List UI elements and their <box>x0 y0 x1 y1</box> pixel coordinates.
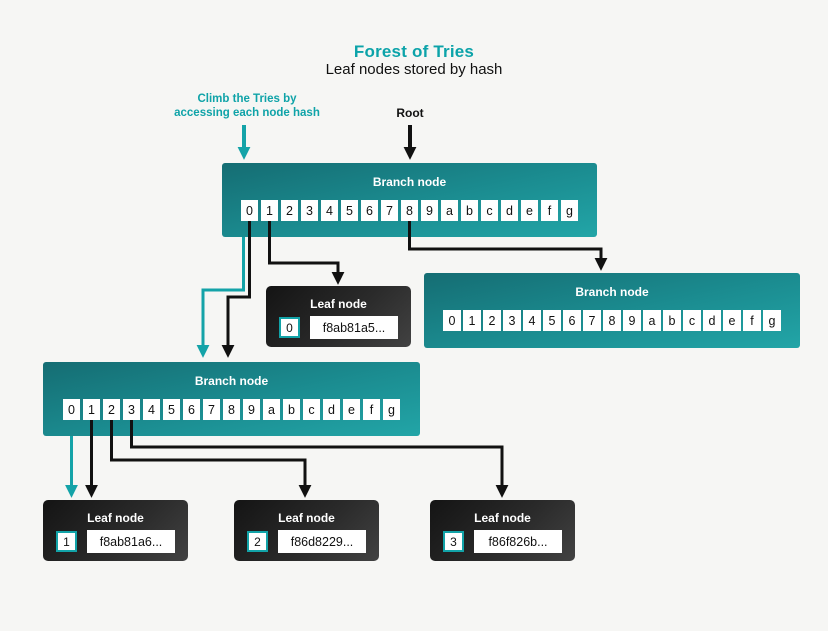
branch-cell: 9 <box>242 399 261 420</box>
leaf-node-3-title: Leaf node <box>474 511 531 525</box>
branch-cell: g <box>763 310 781 331</box>
leaf-node-3-index: 3 <box>443 531 464 552</box>
branch-cell: 4 <box>320 200 339 221</box>
branch-cell: 8 <box>603 310 621 331</box>
branch-cell: 8 <box>400 200 419 221</box>
branch-cell: d <box>322 399 341 420</box>
branch-node-root-title: Branch node <box>372 175 447 189</box>
branch-node-right-title: Branch node <box>575 285 649 299</box>
leaf-node-2: Leaf node 2 f86d8229... <box>234 500 379 561</box>
branch-cell: 5 <box>543 310 561 331</box>
branch-cell: b <box>663 310 681 331</box>
branch-cell: f <box>743 310 761 331</box>
branch-cell: 6 <box>360 200 379 221</box>
branch-cell: g <box>560 200 579 221</box>
branch-cell: 3 <box>300 200 319 221</box>
climb-annotation-line2: accessing each node hash <box>174 107 320 120</box>
branch-cell: a <box>440 200 459 221</box>
branch-cell: 2 <box>102 399 121 420</box>
branch-cell: 5 <box>340 200 359 221</box>
branch-cell: c <box>480 200 499 221</box>
leaf-node-2-index: 2 <box>247 531 268 552</box>
branch-cell: 1 <box>82 399 101 420</box>
leaf-node-2-title: Leaf node <box>278 511 335 525</box>
branch-cell: 0 <box>240 200 259 221</box>
branch-cell: a <box>262 399 281 420</box>
branch-cell: d <box>500 200 519 221</box>
branch-cell: 2 <box>280 200 299 221</box>
branch-node-lower-title: Branch node <box>194 374 269 388</box>
connector-rootbranch-to-lowerbranch-teal <box>196 237 245 358</box>
branch-cell: f <box>540 200 559 221</box>
branch-cell: b <box>460 200 479 221</box>
climb-annotation: Climb the Tries by accessing each node h… <box>144 92 350 121</box>
branch-cell: 7 <box>202 399 221 420</box>
branch-cell: 3 <box>503 310 521 331</box>
branch-cell: 9 <box>623 310 641 331</box>
branch-cell: 9 <box>420 200 439 221</box>
connector-rootbranch-cell0-to-lowerbranch <box>221 221 251 358</box>
root-annotation: Root <box>396 106 424 120</box>
leaf-node-3-hash: f86f826b... <box>474 530 562 553</box>
branch-cell: e <box>723 310 741 331</box>
branch-cell: 4 <box>523 310 541 331</box>
leaf-node-1-hash: f8ab81a6... <box>87 530 175 553</box>
branch-cell: 8 <box>222 399 241 420</box>
branch-cell: 4 <box>142 399 161 420</box>
leaf-node-0-hash: f8ab81a5... <box>310 316 398 339</box>
leaf-node-1-title: Leaf node <box>87 511 144 525</box>
branch-cell: b <box>282 399 301 420</box>
leaf-node-0-index: 0 <box>279 317 300 338</box>
page-subtitle: Leaf nodes stored by hash <box>325 61 503 78</box>
branch-cell: 7 <box>583 310 601 331</box>
branch-cell: f <box>362 399 381 420</box>
branch-cell: a <box>643 310 661 331</box>
leaf-node-1: Leaf node 1 f8ab81a6... <box>43 500 188 561</box>
leaf-node-3: Leaf node 3 f86f826b... <box>430 500 575 561</box>
branch-cell: 5 <box>162 399 181 420</box>
branch-cell: 3 <box>122 399 141 420</box>
branch-cell: 0 <box>443 310 461 331</box>
leaf-node-1-index: 1 <box>56 531 77 552</box>
branch-cell: c <box>302 399 321 420</box>
branch-cell: 1 <box>463 310 481 331</box>
branch-cell: 2 <box>483 310 501 331</box>
leaf-node-0: Leaf node 0 f8ab81a5... <box>266 286 411 347</box>
branch-cell: 0 <box>62 399 81 420</box>
page-title: Forest of Tries <box>353 42 475 61</box>
branch-cell: g <box>382 399 401 420</box>
branch-cell: e <box>520 200 539 221</box>
leaf-node-2-hash: f86d8229... <box>278 530 366 553</box>
branch-cell: 6 <box>563 310 581 331</box>
branch-cell: d <box>703 310 721 331</box>
branch-cell: c <box>683 310 701 331</box>
leaf-node-0-title: Leaf node <box>310 297 367 311</box>
branch-cell: e <box>342 399 361 420</box>
branch-cell: 6 <box>182 399 201 420</box>
branch-cell: 7 <box>380 200 399 221</box>
branch-cell: 1 <box>260 200 279 221</box>
climb-annotation-line1: Climb the Tries by <box>197 93 297 105</box>
